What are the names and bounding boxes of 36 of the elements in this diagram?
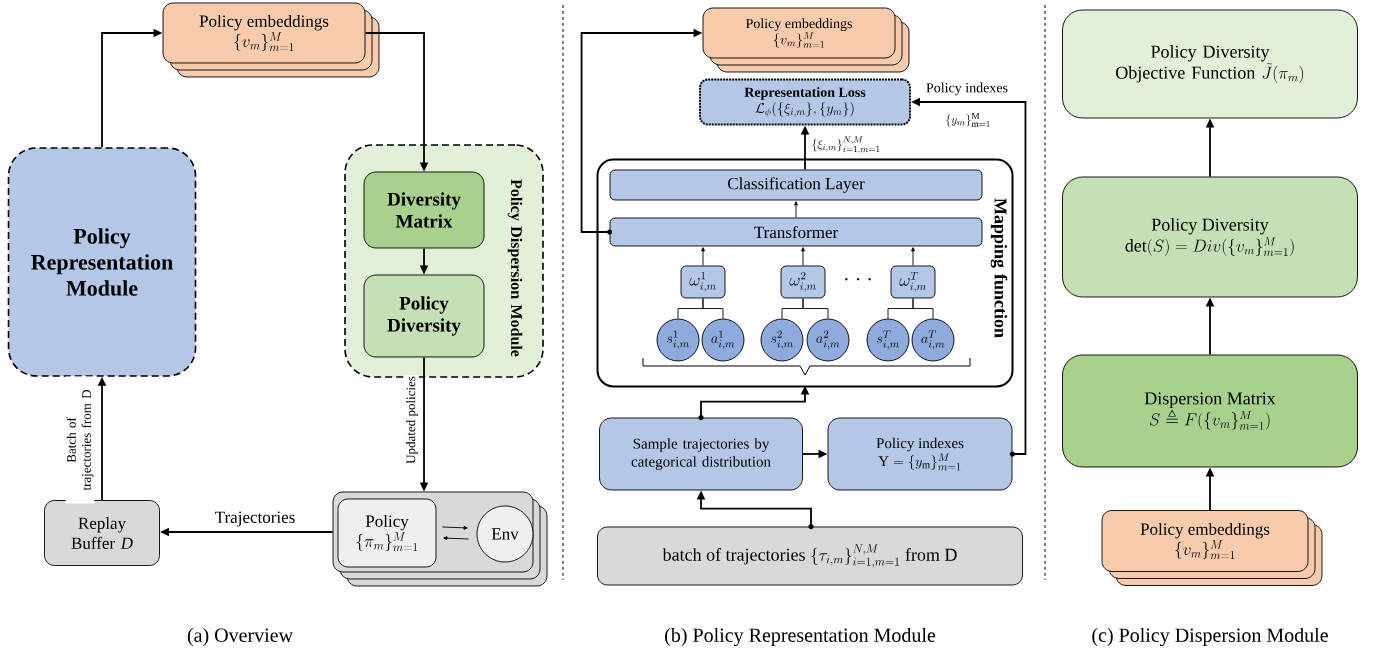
layer-box: Classification Layer	[609, 169, 983, 201]
token-box: $\omega_{i,m}^{1}$	[680, 265, 726, 299]
edge-label: Policy indexes	[925, 81, 1010, 97]
arrow	[443, 536, 469, 541]
layer-box: Transformer	[609, 217, 983, 247]
token-box: $\omega_{i,m}^{T}$	[890, 265, 936, 299]
stacked-box: Policy embeddings $\{ v_m \}_{m=1}^{M}$	[162, 2, 380, 78]
process-box: Policy Diversity	[363, 274, 485, 358]
module-box: Policy Representation Module	[7, 147, 197, 377]
edge-label: $\{\xi_{i,m}\}_{i=1,m=1}^{N,M}$	[810, 135, 882, 155]
objective-box: Policy Diversity Objective Function $\tilde{J}(\pi_m)$	[1062, 9, 1358, 119]
process-box: Policy Diversity $\det(S) = Div(\{ v_m \}_{m=1}^{M})$	[1062, 176, 1358, 298]
process-box: Diversity Matrix	[363, 171, 485, 249]
formula-label: $\{y_m\}_{\mathrm{m}=1}^{\mathrm{M}}$	[946, 113, 990, 127]
arrow	[794, 201, 798, 218]
process-box: Dispersion Matrix $S \triangleq F(\{ v_m \}_{m=1}^{M})$	[1062, 354, 1358, 468]
edge-label: Trajectories	[213, 510, 297, 528]
edge-label: Updated policies	[405, 375, 419, 465]
ellipsis: · · ·	[845, 278, 871, 281]
batch-box: batch of trajectories $\{\tau_{i,m}\}_{i=1,m=1}^{N,M}$ from D	[597, 526, 1023, 586]
arrow	[701, 247, 705, 266]
panel-caption: (a) Overview	[187, 627, 293, 647]
stacked-box: Policy embeddings $\{ v_m \}_{m=1}^{M}$	[702, 7, 910, 73]
arrow	[442, 525, 468, 530]
stacked-box: Policy embeddings $\{ v_m \}_{m=1}^{M}$	[1101, 510, 1323, 586]
panel-caption: (b) Policy Representation Module	[665, 627, 936, 647]
loss-box: Representation Loss $\mathcal{L}_{\phi}(\{\xi_{i,m}\},\{y_m\})$	[699, 78, 911, 126]
policy-box: Policy $\{ \pi_m \}_{m=1}^{M}$	[337, 498, 437, 568]
buffer-box: Replay Buffer D	[44, 500, 160, 566]
arrow	[911, 247, 915, 266]
edge-label: Batch of trajectories from D	[65, 376, 95, 504]
token-box: $\omega_{i,m}^{2}$	[780, 265, 826, 299]
process-box: Sample trajectories by categorical distribution	[599, 417, 803, 491]
panel-caption: (c) Policy Dispersion Module	[1092, 627, 1328, 647]
arrow	[801, 247, 805, 266]
process-box: Policy indexes $\mathrm{Y}=\{y_\mathrm{m}\}_{m=1}^{M}$	[827, 417, 1013, 491]
